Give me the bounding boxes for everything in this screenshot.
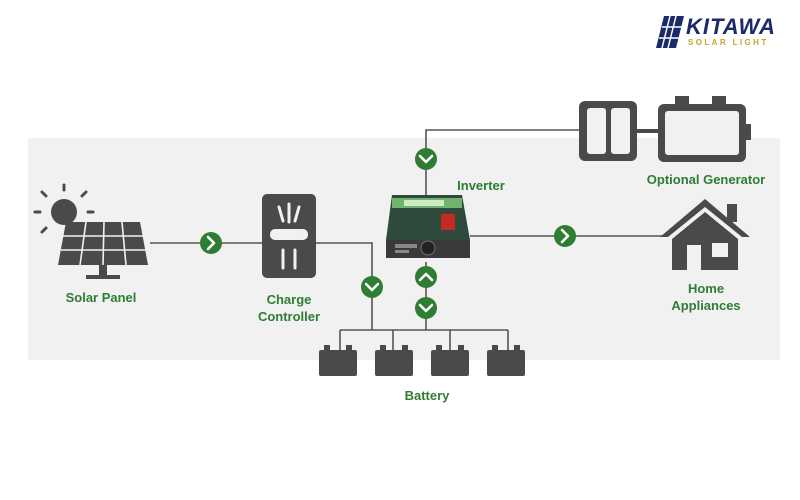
- solar-panel-label: Solar Panel: [65, 290, 137, 305]
- brand-name: KITAWA: [686, 14, 776, 39]
- solar-panel-icon: [58, 221, 148, 279]
- flow-arrow-generator-to-inverter: [415, 148, 437, 170]
- charge-controller-icon: [262, 194, 316, 278]
- battery-1-icon: [319, 345, 357, 376]
- inverter-label: Inverter: [457, 178, 505, 193]
- home-appliances-label-line2: Appliances: [671, 298, 741, 313]
- flow-arrow-solar-to-controller: [200, 232, 222, 254]
- home-appliances-label: Home Appliances: [658, 280, 754, 314]
- generator-icon: [579, 96, 751, 162]
- brand-logo: KITAWA SOLAR LIGHT: [656, 14, 786, 52]
- battery-2-icon: [375, 345, 413, 376]
- inverter-icon: [386, 195, 470, 258]
- flow-arrow-battery-to-inverter: [415, 266, 437, 288]
- brand-tagline: SOLAR LIGHT: [688, 38, 769, 47]
- battery-label: Battery: [404, 388, 450, 403]
- battery-4-icon: [487, 345, 525, 376]
- flow-arrow-inverter-to-home: [554, 225, 576, 247]
- charge-controller-label-line1: Charge: [266, 292, 312, 307]
- house-icon: [660, 199, 750, 270]
- optional-generator-label: Optional Generator: [646, 172, 766, 187]
- charge-controller-label-line2: Controller: [257, 309, 321, 324]
- battery-icons: [319, 345, 525, 376]
- flow-arrow-inverter-to-battery: [415, 297, 437, 319]
- charge-controller-label: Charge Controller: [244, 291, 334, 325]
- home-appliances-label-line1: Home: [687, 281, 725, 296]
- sun-icon: [33, 183, 95, 234]
- battery-3-icon: [431, 345, 469, 376]
- flow-arrow-controller-to-battery: [361, 276, 383, 298]
- logo-mark-icon: [656, 15, 684, 49]
